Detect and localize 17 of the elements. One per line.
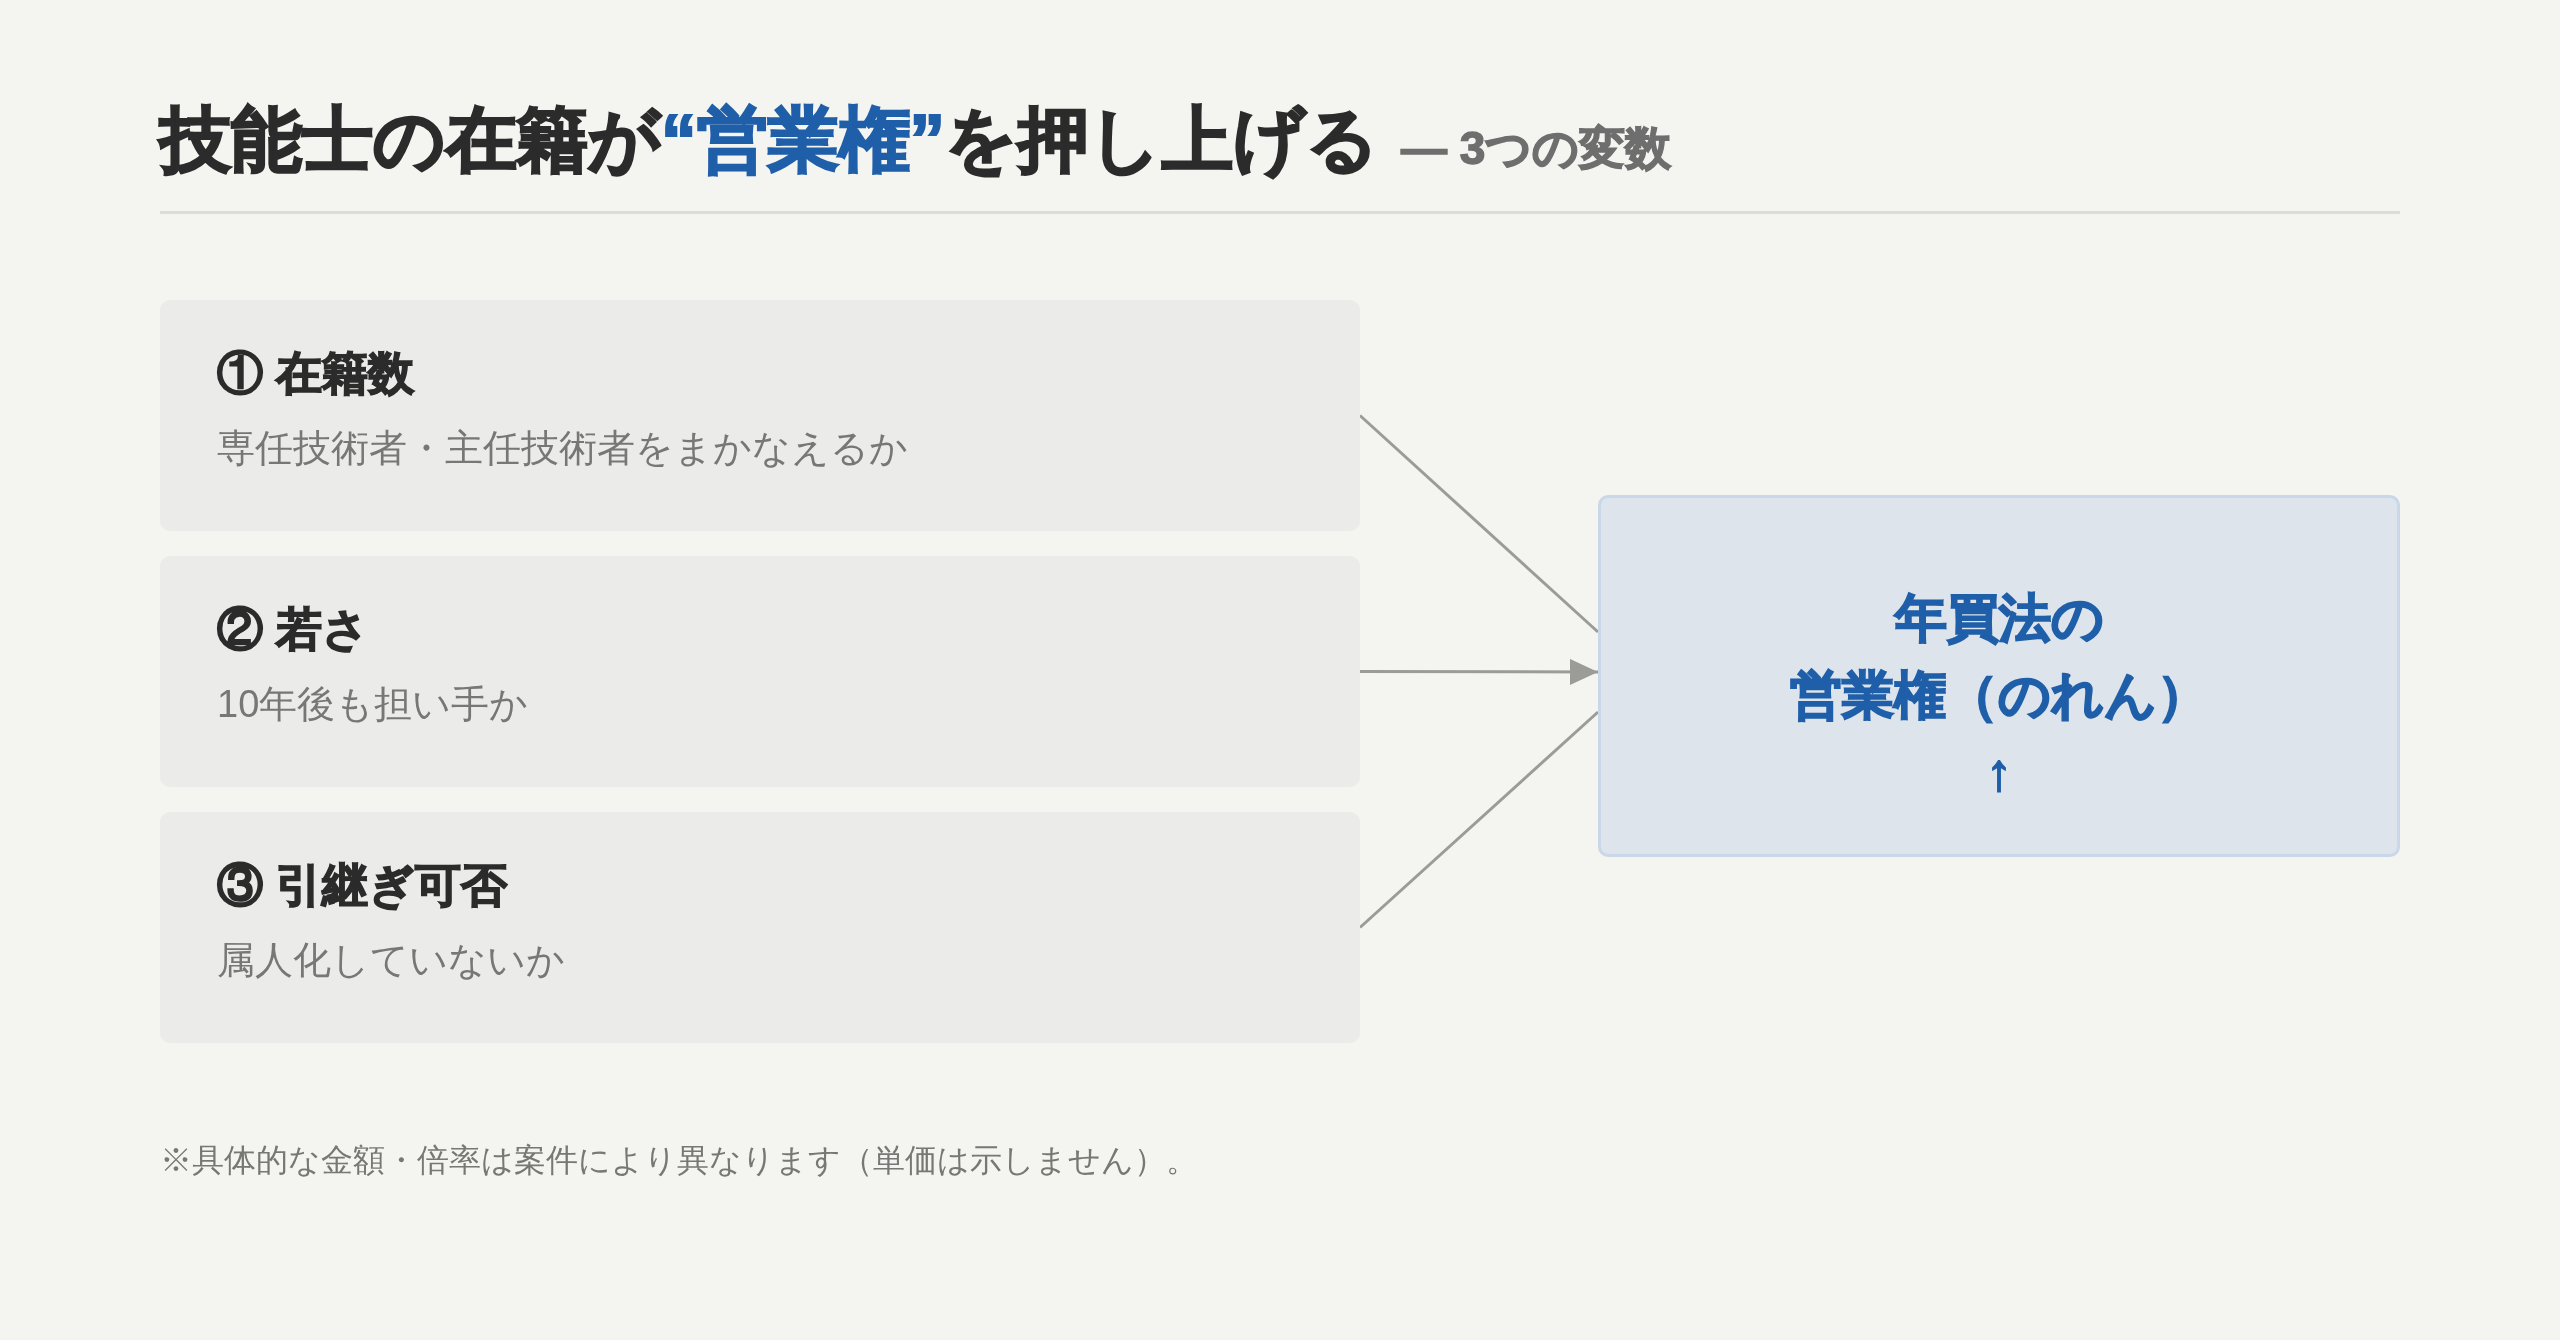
connector-line	[1359, 414, 1599, 634]
card-heading: ① 在籍数	[217, 346, 414, 401]
card-heading: ② 若さ	[217, 602, 369, 657]
connector-line	[1359, 710, 1599, 929]
subtitle: — 3つの変数	[1401, 125, 1672, 171]
result-box	[1598, 495, 2400, 857]
card-description: 属人化していないか	[217, 938, 565, 983]
factor-card	[160, 812, 1360, 1043]
result-title: 年買法の営業権（のれん）	[1789, 588, 2209, 726]
arrow	[1360, 658, 1598, 685]
up-arrow: ↑	[1986, 742, 2012, 803]
card-description: 専任技術者・主任技術者をまかなえるか	[217, 426, 908, 471]
footnote: ※具体的な金額・倍率は案件により異なります（単価は示しません）。	[160, 1141, 1198, 1180]
factor-card	[160, 556, 1360, 787]
card-heading: ③ 引継ぎ可否	[217, 858, 507, 913]
factor-card	[160, 300, 1360, 531]
card-description: 10年後も担い手か	[217, 682, 529, 727]
